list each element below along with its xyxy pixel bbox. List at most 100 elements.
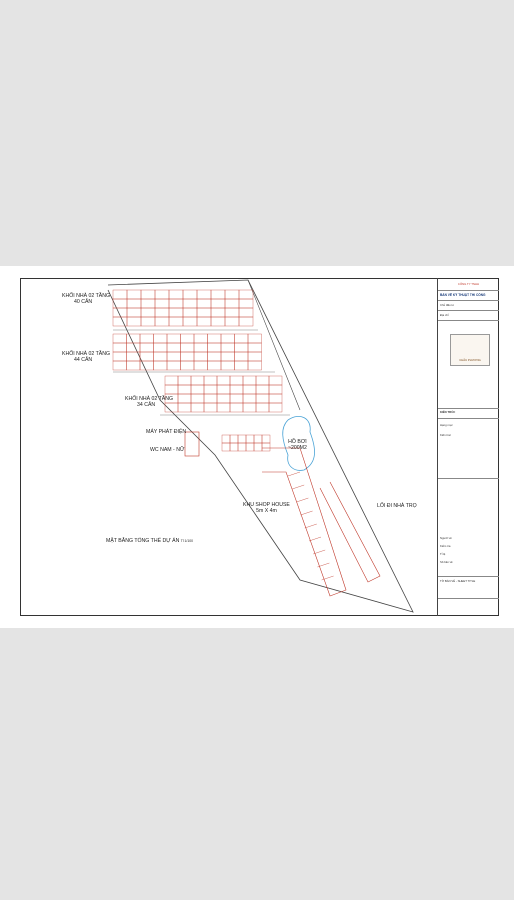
unit-cell: [168, 307, 184, 318]
unit-cell: [224, 289, 240, 300]
shophouse-unit: [296, 497, 309, 503]
unit-cell: [166, 360, 181, 371]
unit-cell: [154, 289, 170, 300]
unit-cell: [180, 333, 195, 344]
unit-cell: [126, 298, 142, 309]
unit-cell: [168, 289, 184, 300]
unit-cell: [207, 351, 222, 362]
unit-cell: [193, 360, 208, 371]
unit-cell: [139, 351, 154, 362]
unit-cell: [245, 434, 255, 444]
unit-cell: [207, 333, 222, 344]
section-label: KIẾN TRÚC: [440, 410, 456, 414]
shophouse-unit: [313, 549, 326, 555]
unit-cell: [268, 393, 283, 404]
unit-cell: [242, 402, 257, 413]
company-name: CÔNG TY TNHH: [457, 282, 480, 286]
unit-cell: [203, 375, 218, 386]
unit-cell: [207, 342, 222, 353]
unit-cell: [126, 316, 142, 327]
shophouse-unit: [304, 523, 317, 529]
unit-cell: [221, 434, 231, 444]
drawing-sheet: [0, 266, 514, 628]
unit-cell: [255, 393, 270, 404]
unit-cell: [140, 289, 156, 300]
unit-cell: [255, 402, 270, 413]
entry-label: LỐI ĐI NHÀ TRỌ: [377, 503, 417, 509]
shophouse-unit: [292, 484, 305, 490]
unit-cell: [224, 307, 240, 318]
tb-row-6: Tỉ lệ: [440, 552, 446, 556]
generator-label: MÁY PHÁT ĐIỆN: [146, 429, 187, 435]
unit-cell: [126, 342, 141, 353]
unit-cell: [247, 360, 262, 371]
unit-cell: [164, 375, 179, 386]
unit-cell: [237, 442, 247, 452]
unit-cell: [126, 307, 142, 318]
tb-row-4: Người vẽ: [440, 536, 452, 540]
tb-row-5: Kiểm tra: [440, 544, 451, 548]
title-block: CÔNG TY TNHH BẢN VẼ KỸ THUẬT THI CÔNG Ch…: [437, 278, 499, 616]
unit-cell: [196, 316, 212, 327]
unit-cell: [220, 360, 235, 371]
unit-cell: [190, 375, 205, 386]
unit-cell: [177, 402, 192, 413]
unit-cell: [242, 375, 257, 386]
unit-cell: [126, 289, 142, 300]
shophouse-unit: [317, 562, 330, 568]
unit-cell: [261, 434, 271, 444]
drawing-frame: [20, 278, 499, 616]
block1-label: KHỐI NHÀ 02 TẦNG 40 CĂN: [62, 293, 111, 305]
unit-cell: [190, 393, 205, 404]
unit-cell: [234, 351, 249, 362]
unit-cell: [238, 316, 254, 327]
unit-cell: [229, 434, 239, 444]
tb-row-2: Hạng mục: [440, 423, 453, 427]
unit-cell: [234, 333, 249, 344]
unit-cell: [216, 402, 231, 413]
tb-row-3: Kiến trúc: [440, 433, 452, 437]
tb-row-0: Chủ đầu tư: [440, 303, 455, 307]
unit-cell: [238, 289, 254, 300]
unit-cell: [126, 333, 141, 344]
shophouse-unit: [300, 510, 313, 516]
shophouse-outline-right: [319, 481, 381, 583]
unit-cell: [193, 333, 208, 344]
unit-cell: [140, 307, 156, 318]
generator-box: [184, 431, 200, 457]
unit-cell: [268, 402, 283, 413]
unit-cell: [229, 393, 244, 404]
unit-cell: [247, 342, 262, 353]
unit-cell: [168, 316, 184, 327]
unit-cell: [112, 351, 127, 362]
unit-cell: [154, 316, 170, 327]
unit-cell: [112, 298, 128, 309]
shophouse-unit: [321, 575, 334, 581]
unit-cell: [234, 342, 249, 353]
unit-cell: [153, 351, 168, 362]
unit-cell: [180, 351, 195, 362]
unit-cell: [177, 393, 192, 404]
unit-cell: [196, 307, 212, 318]
unit-cell: [247, 333, 262, 344]
unit-cell: [220, 333, 235, 344]
shophouse-unit: [287, 471, 301, 477]
unit-cell: [268, 384, 283, 395]
sheet-heading: BẢN VẼ KỸ THUẬT THI CÔNG: [440, 293, 486, 297]
unit-cell: [112, 342, 127, 353]
unit-cell: [224, 298, 240, 309]
unit-cell: [229, 384, 244, 395]
tb-row-1: Địa chỉ: [440, 313, 449, 317]
unit-cell: [126, 360, 141, 371]
unit-cell: [112, 360, 127, 371]
unit-cell: [216, 375, 231, 386]
unit-cell: [253, 442, 263, 452]
unit-cell: [153, 360, 168, 371]
unit-cell: [216, 384, 231, 395]
unit-cell: [203, 402, 218, 413]
unit-cell: [112, 289, 128, 300]
unit-cell: [224, 316, 240, 327]
unit-cell: [210, 289, 226, 300]
pool-shape: [282, 416, 315, 471]
unit-cell: [153, 333, 168, 344]
